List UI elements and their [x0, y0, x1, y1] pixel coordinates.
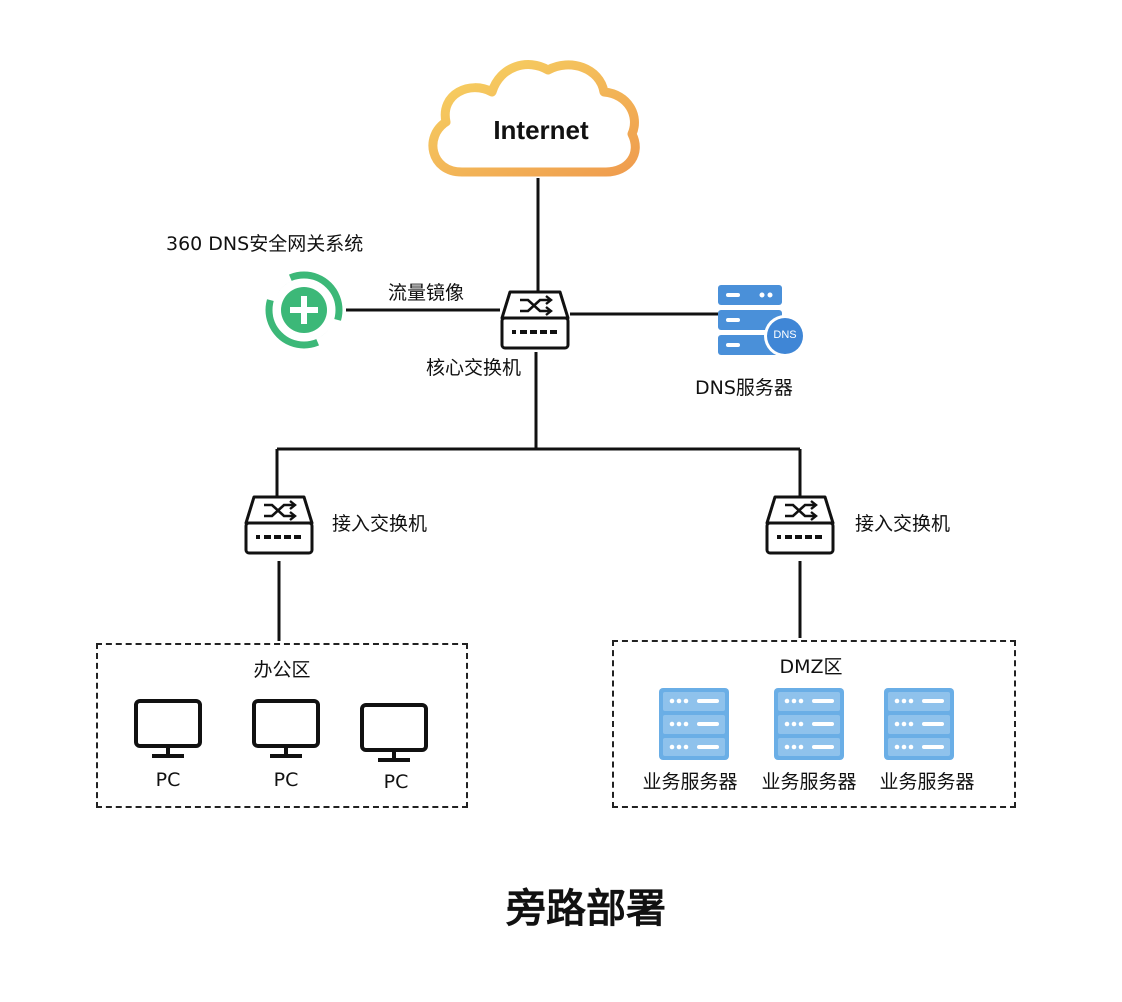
core-switch-label: 核心交换机	[426, 357, 522, 379]
office-zone-box	[96, 643, 468, 808]
access-switch-right-label: 接入交换机	[855, 513, 951, 535]
dns-server-icon	[718, 285, 806, 357]
dns-badge-label: DNS	[773, 329, 797, 341]
access-switch-left-label: 接入交换机	[332, 513, 428, 535]
pc-monitor-icon	[134, 699, 202, 758]
business-server-icon	[659, 688, 729, 760]
office-zone-title: 办公区	[253, 659, 311, 681]
core-switch-icon	[500, 290, 570, 350]
internet-cloud-icon	[428, 60, 640, 177]
pc-monitor-icon	[252, 699, 320, 758]
business-server-label: 业务服务器	[761, 771, 857, 793]
dmz-zone-title: DMZ区	[779, 656, 843, 678]
access-switch-right-icon	[765, 495, 835, 555]
dns-server-label: DNS服务器	[695, 377, 793, 399]
business-server-label: 业务服务器	[879, 771, 975, 793]
pc-label: PC	[155, 769, 181, 791]
pc-label: PC	[273, 769, 299, 791]
dmz-zone-box	[612, 640, 1016, 808]
mirror-link-label: 流量镜像	[388, 282, 465, 304]
security-gateway-icon	[265, 271, 343, 349]
business-server-label: 业务服务器	[642, 771, 738, 793]
pc-label: PC	[383, 771, 409, 793]
diagram-caption: 旁路部署	[506, 885, 666, 932]
pc-monitor-icon	[360, 703, 428, 762]
security-gateway-label: 360 DNS安全网关系统	[166, 233, 364, 255]
connection-lines	[275, 178, 802, 641]
business-server-icon	[774, 688, 844, 760]
internet-label: Internet	[493, 115, 589, 145]
access-switch-left-icon	[244, 495, 314, 555]
business-server-icon	[884, 688, 954, 760]
